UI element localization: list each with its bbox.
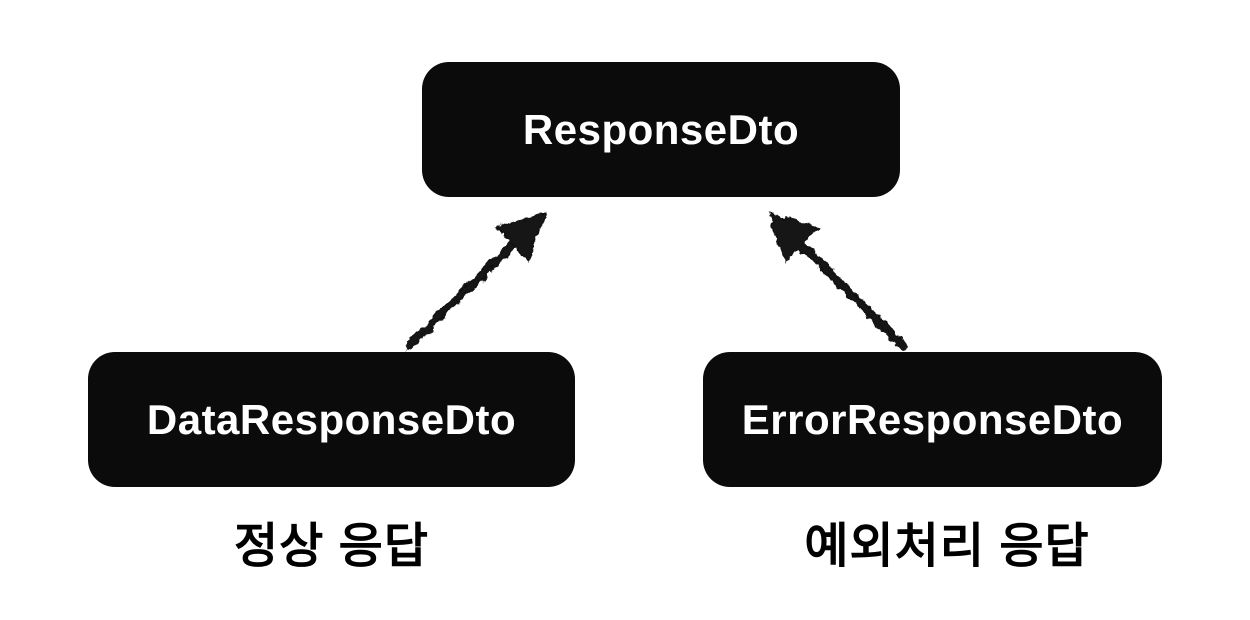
caption-normal-response: 정상 응답 xyxy=(88,506,575,576)
node-dataresponsedto: DataResponseDto xyxy=(88,352,575,487)
node-responsedto: ResponseDto xyxy=(422,62,900,197)
node-errorresponsedto: ErrorResponseDto xyxy=(703,352,1162,487)
node-responsedto-label: ResponseDto xyxy=(522,105,800,153)
node-errorresponsedto-label: ErrorResponseDto xyxy=(741,395,1124,443)
caption-exception-response: 예외처리 응답 xyxy=(717,506,1177,576)
node-dataresponsedto-label: DataResponseDto xyxy=(146,395,517,443)
caption-normal-response-text: 정상 응답 xyxy=(234,520,429,573)
inheritance-arrow-left xyxy=(403,211,547,351)
inheritance-arrow-right xyxy=(767,211,908,351)
caption-exception-response-text: 예외처리 응답 xyxy=(804,520,1090,573)
